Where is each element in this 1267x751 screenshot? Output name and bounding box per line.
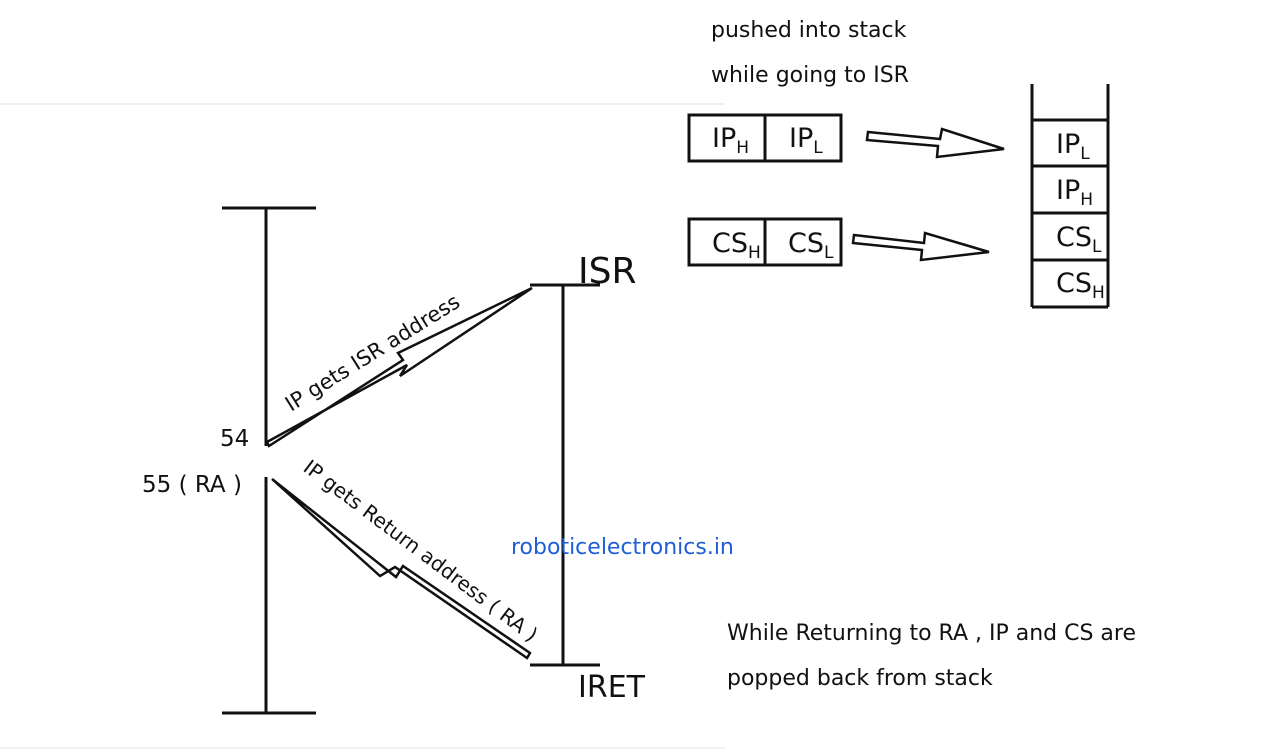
main-program-bar — [222, 206, 316, 715]
line-54-label: 54 — [220, 426, 249, 452]
isr-bar — [530, 283, 600, 667]
stack — [1030, 84, 1110, 309]
watermark: roboticelectronics.in — [511, 535, 734, 560]
ip-low-cell: IPL — [789, 123, 823, 158]
push-note-line2: while going to ISR — [711, 63, 909, 88]
cs-high-cell: CSH — [712, 228, 761, 263]
arrow-to-return — [271, 478, 532, 660]
stack-slot: CSL — [1056, 222, 1102, 257]
line-55-label: 55 ( RA ) — [142, 472, 242, 498]
arrow-to-return-label: IP gets Return address ( RA ) — [299, 455, 542, 647]
cs-register: CSH CSL — [687, 217, 843, 267]
push-note-line1: pushed into stack — [711, 18, 907, 43]
iret-label: IRET — [578, 670, 646, 705]
ip-push-arrow — [865, 127, 1005, 159]
cs-push-arrow — [851, 231, 990, 262]
ip-register: IPH IPL — [687, 113, 843, 163]
stack-slot: CSH — [1056, 268, 1105, 303]
ip-high-cell: IPH — [712, 123, 749, 158]
stack-slot: IPH — [1056, 175, 1093, 210]
cs-low-cell: CSL — [788, 228, 834, 263]
stack-slot: IPL — [1056, 129, 1090, 164]
isr-label: ISR — [578, 251, 636, 292]
pop-note-line2: popped back from stack — [727, 666, 993, 691]
arrow-to-isr — [265, 286, 533, 448]
pop-note-line1: While Returning to RA , IP and CS are — [727, 621, 1136, 646]
